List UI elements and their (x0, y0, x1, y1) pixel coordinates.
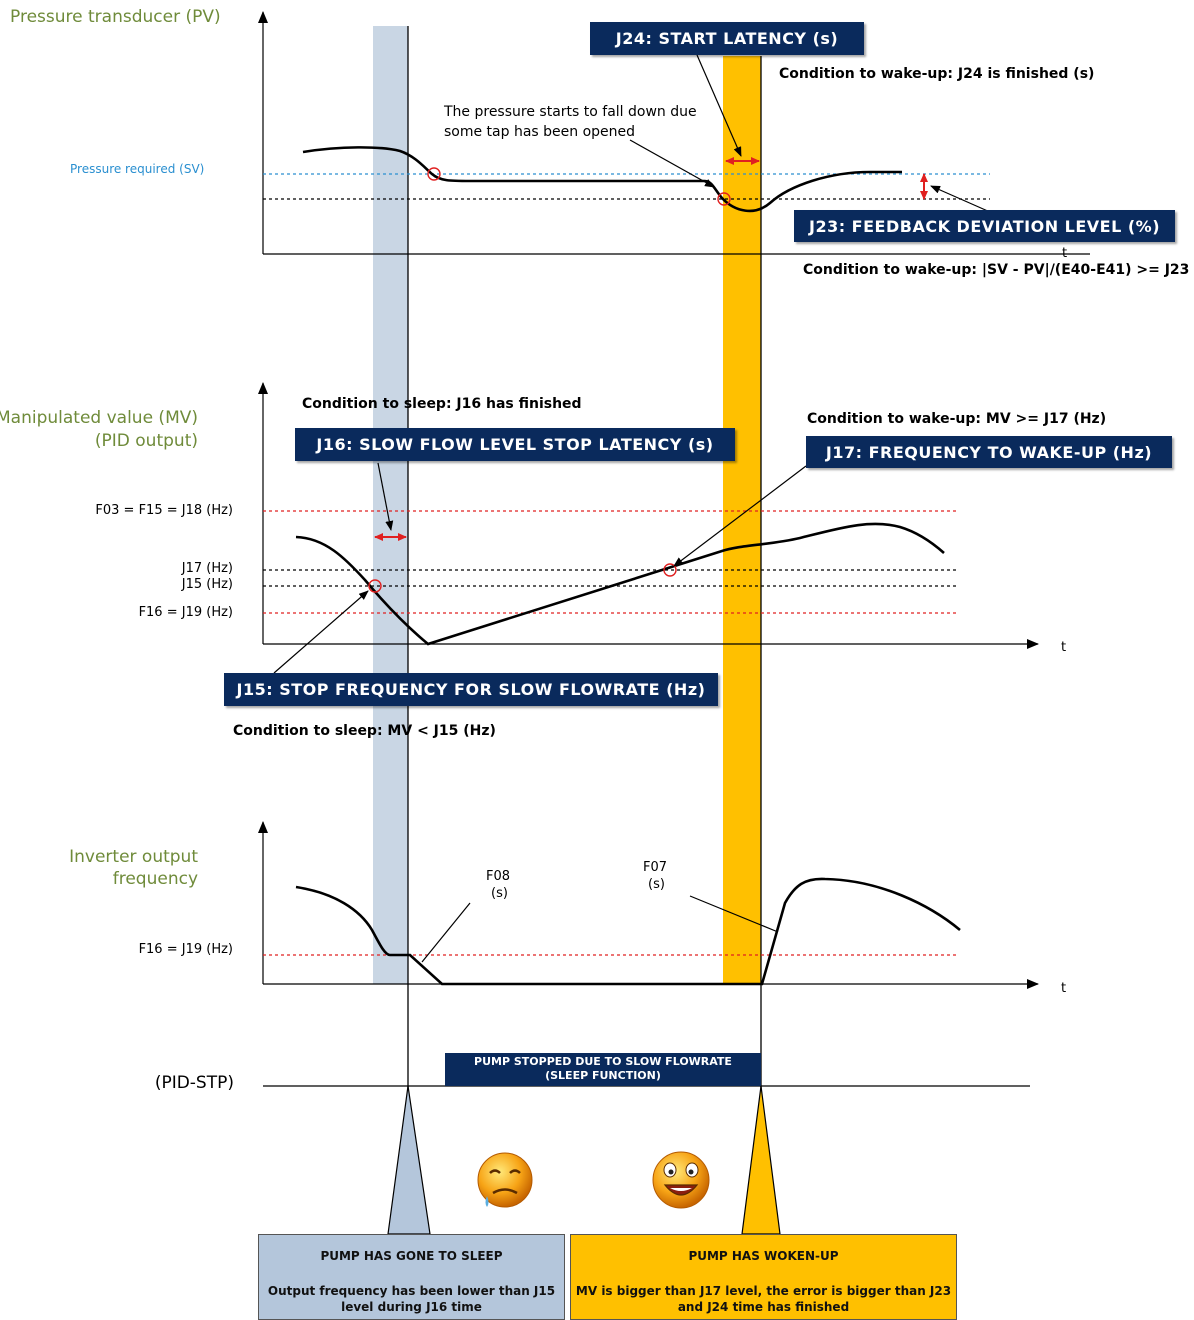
f08-pointer (421, 902, 471, 963)
mv-curve (295, 522, 945, 646)
sleep-condition-j16: Condition to sleep: J16 has finished (302, 396, 582, 412)
happy-face-icon (652, 1151, 710, 1209)
inv-curve (295, 877, 961, 986)
sleep-callout-triangle (387, 1085, 431, 1235)
f08-unit: (s) (491, 886, 508, 901)
pressure-note-pointer (629, 139, 715, 188)
j16-header: J16: SLOW FLOW LEVEL STOP LATENCY (s) (295, 428, 735, 461)
mv-cross-marker-2 (663, 563, 677, 577)
mv-cross-marker-1 (368, 579, 382, 593)
pv-axis-label: Pressure transducer (PV) (10, 7, 221, 27)
sleep-box-body-line1: Output frequency has been lower than J15 (267, 1284, 556, 1298)
f16-level-label: F16 = J19 (Hz) (138, 605, 233, 620)
pid-stp-bar-text: PUMP STOPPED DUE TO SLOW FLOWRATE (SLEEP… (445, 1055, 761, 1083)
pid-stp-bar (445, 1053, 761, 1086)
pv-cross-marker-1 (427, 167, 441, 181)
f07-label: F07 (643, 860, 668, 875)
j24-pointer (696, 54, 742, 157)
inv-axis-label-line1: Inverter output (69, 847, 198, 867)
f08-label: F08 (486, 869, 511, 884)
wake-condition-j23: Condition to wake-up: |SV - PV|/(E40-E41… (803, 262, 1190, 278)
sad-face-icon (477, 1152, 533, 1208)
sv-level-label: Pressure required (SV) (70, 162, 205, 176)
j16-pointer (377, 462, 394, 531)
sleep-band (373, 26, 408, 984)
pressure-note-line2: some tap has been opened (444, 124, 636, 140)
wake-box-body-line1: MV is bigger than J17 level, the error i… (575, 1284, 952, 1298)
f07-unit: (s) (648, 877, 665, 892)
j17-level-label: J17 (Hz) (181, 561, 233, 576)
pid-stp-bar-line2: (SLEEP FUNCTION) (545, 1069, 661, 1082)
f16-inv-level-label: F16 = J19 (Hz) (138, 942, 233, 957)
j23-header: J23: FEEDBACK DEVIATION LEVEL (%) (794, 210, 1175, 242)
mv-axis-label-line1: Manipulated value (MV) (0, 408, 198, 428)
inv-axis-label-line2: frequency (112, 869, 198, 889)
mv-axis-label-line2: (PID output) (94, 431, 198, 451)
mv-t-label: t (1061, 640, 1067, 655)
wake-callout-triangle (741, 1085, 781, 1235)
pid-stp-bar-line1: PUMP STOPPED DUE TO SLOW FLOWRATE (474, 1055, 732, 1068)
wake-condition-j17: Condition to wake-up: MV >= J17 (Hz) (807, 411, 1107, 427)
sleep-box-title: PUMP HAS GONE TO SLEEP (320, 1249, 503, 1263)
pid-stp-label: (PID-STP) (154, 1073, 234, 1093)
wake-box-body: MV is bigger than J17 level, the error i… (571, 1283, 956, 1315)
pv-cross-marker-2 (717, 192, 731, 206)
sleep-box-body-line2: level during J16 time (341, 1300, 482, 1314)
j24-header: J24: START LATENCY (s) (590, 22, 864, 55)
f03-level-label: F03 = F15 = J18 (Hz) (95, 503, 233, 518)
j15-level-label: J15 (Hz) (181, 577, 233, 592)
j17-pointer (673, 465, 807, 567)
j15-pointer (273, 590, 369, 674)
sleep-box-body: Output frequency has been lower than J15… (259, 1283, 564, 1315)
pv-t-label: t (1062, 246, 1068, 261)
wake-box-body-line2: and J24 time has finished (677, 1300, 850, 1314)
pressure-note-line1: The pressure starts to fall down due (444, 104, 697, 120)
f07-pointer (689, 895, 779, 933)
sleep-condition-j15: Condition to sleep: MV < J15 (Hz) (233, 723, 496, 739)
j15-header: J15: STOP FREQUENCY FOR SLOW FLOWRATE (H… (224, 673, 718, 706)
sleep-status-box: PUMP HAS GONE TO SLEEP Output frequency … (258, 1234, 565, 1320)
inv-t-label: t (1061, 981, 1067, 996)
wake-box-title: PUMP HAS WOKEN-UP (688, 1249, 839, 1263)
wake-status-box: PUMP HAS WOKEN-UP MV is bigger than J17 … (570, 1234, 957, 1320)
j23-pointer (930, 185, 991, 213)
j17-header: J17: FREQUENCY TO WAKE-UP (Hz) (806, 436, 1172, 468)
wake-condition-j24: Condition to wake-up: J24 is finished (s… (779, 66, 1095, 82)
